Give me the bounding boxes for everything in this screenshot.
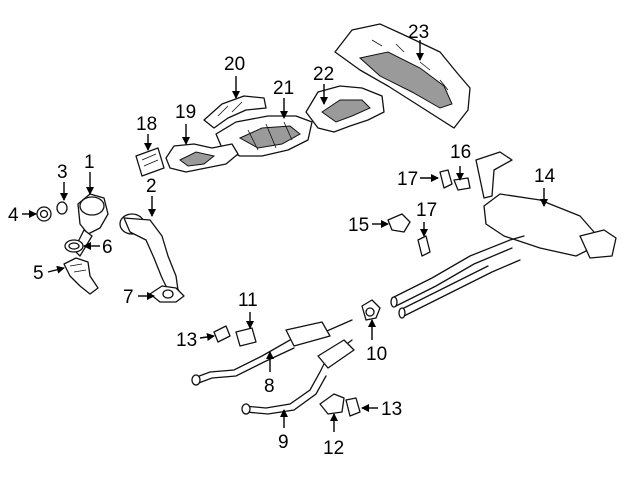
callout-5: 5 xyxy=(33,263,44,284)
callout-15: 15 xyxy=(348,215,369,236)
callout-17-upper: 17 xyxy=(397,169,418,190)
rubber-mount-left-part xyxy=(213,325,231,343)
upper-hanger-bracket-part xyxy=(453,151,513,199)
leader-13-left xyxy=(199,333,215,341)
lower-bracket-part xyxy=(319,393,345,415)
callout-9: 9 xyxy=(278,432,289,453)
callout-6: 6 xyxy=(102,237,113,258)
callout-23: 23 xyxy=(408,22,429,43)
callout-2: 2 xyxy=(146,176,157,197)
rubber-mount-lower-part xyxy=(417,235,431,257)
rear-converter-pipe-part xyxy=(241,339,355,415)
callout-10: 10 xyxy=(366,344,387,365)
small-ring-part xyxy=(56,201,68,215)
callout-14: 14 xyxy=(534,166,556,187)
small-block-part xyxy=(235,327,257,347)
callout-13-left: 13 xyxy=(176,330,197,351)
mid-heat-shield-part xyxy=(215,115,313,157)
rear-muffler-part xyxy=(390,193,617,319)
small-plate-part xyxy=(135,147,165,177)
rubber-mount-right-part xyxy=(345,397,361,417)
callout-4: 4 xyxy=(8,205,19,226)
downpipe-converter-part xyxy=(119,213,180,297)
front-pipe-part xyxy=(191,319,353,386)
leader-5 xyxy=(47,265,65,274)
flex-connector-part xyxy=(63,257,99,295)
callout-16: 16 xyxy=(450,142,471,163)
rear-heat-shield-part xyxy=(334,23,471,129)
callout-11: 11 xyxy=(238,290,258,311)
callout-12: 12 xyxy=(323,438,344,459)
small-curved-shield-part xyxy=(203,95,267,129)
callout-17-lower: 17 xyxy=(416,200,437,221)
rubber-mount-upper-part xyxy=(439,169,453,189)
clamp-part xyxy=(36,206,52,222)
tunnel-heat-shield-part xyxy=(305,85,385,133)
callout-8: 8 xyxy=(264,376,275,397)
callout-21: 21 xyxy=(273,78,294,99)
callout-1: 1 xyxy=(84,152,95,173)
gasket-part xyxy=(64,239,84,253)
small-bracket-part xyxy=(387,213,411,233)
callout-7: 7 xyxy=(123,287,134,308)
callout-20: 20 xyxy=(224,54,245,75)
callout-13-right: 13 xyxy=(381,399,402,420)
callout-18: 18 xyxy=(136,114,157,135)
callout-22: 22 xyxy=(313,64,334,85)
bracket-clamp-part xyxy=(149,285,185,303)
hanger-clamp-part xyxy=(361,299,381,321)
callout-3: 3 xyxy=(57,162,68,183)
callout-19: 19 xyxy=(175,102,196,123)
front-heat-shield-part xyxy=(165,143,239,173)
